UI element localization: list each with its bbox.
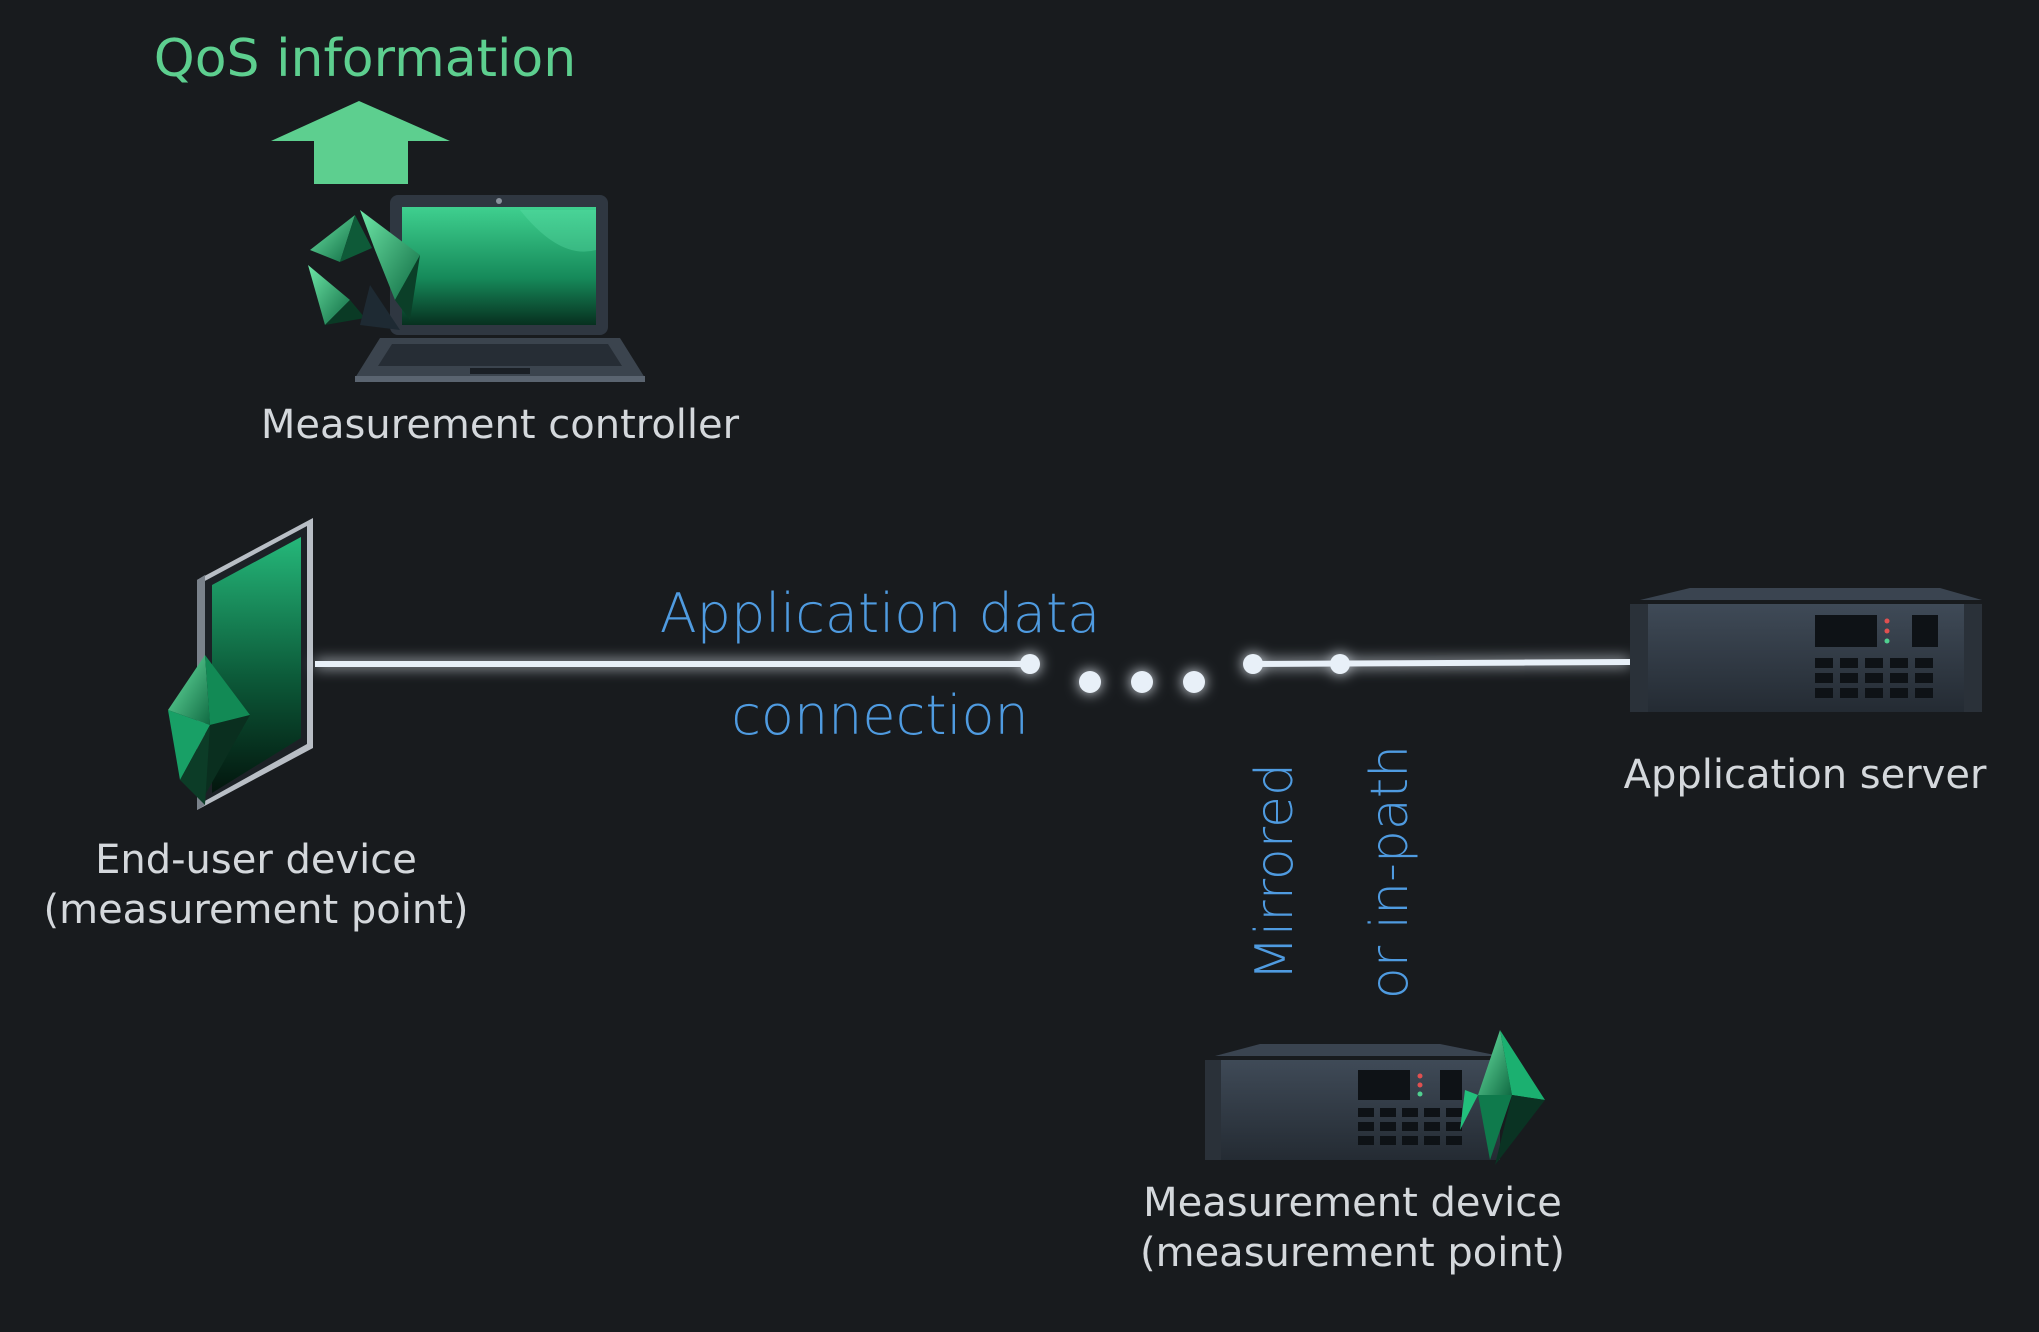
- green-crystal-icon: [1460, 1030, 1545, 1165]
- measurement-device-label: Measurement device: [1143, 1180, 1562, 1226]
- arrow-stem: [314, 140, 408, 184]
- measurement-device-sublabel: (measurement point): [1140, 1230, 1565, 1276]
- connection-label-line2: connection: [731, 684, 1029, 747]
- green-crystal-icon: [168, 655, 250, 805]
- path-label-in-path: or in-path: [1360, 744, 1420, 1000]
- path-label-mirrored: Mirrored: [1245, 763, 1305, 981]
- measurement-controller-label: Measurement controller: [260, 402, 740, 448]
- arrow-up-icon: [271, 101, 450, 141]
- qos-information-label: QoS information: [153, 29, 577, 89]
- connection-line: [315, 654, 1631, 693]
- end-user-device-label: End-user device: [95, 837, 417, 883]
- connection-label-line1: Application data: [659, 582, 1101, 645]
- server-rack-icon: [1630, 588, 1982, 712]
- server-rack-icon: [1205, 1044, 1500, 1160]
- green-crystal-icon: [308, 210, 420, 330]
- application-server-label: Application server: [1623, 752, 1987, 798]
- end-user-device-sublabel: (measurement point): [43, 887, 469, 933]
- laptop-icon: [355, 195, 645, 382]
